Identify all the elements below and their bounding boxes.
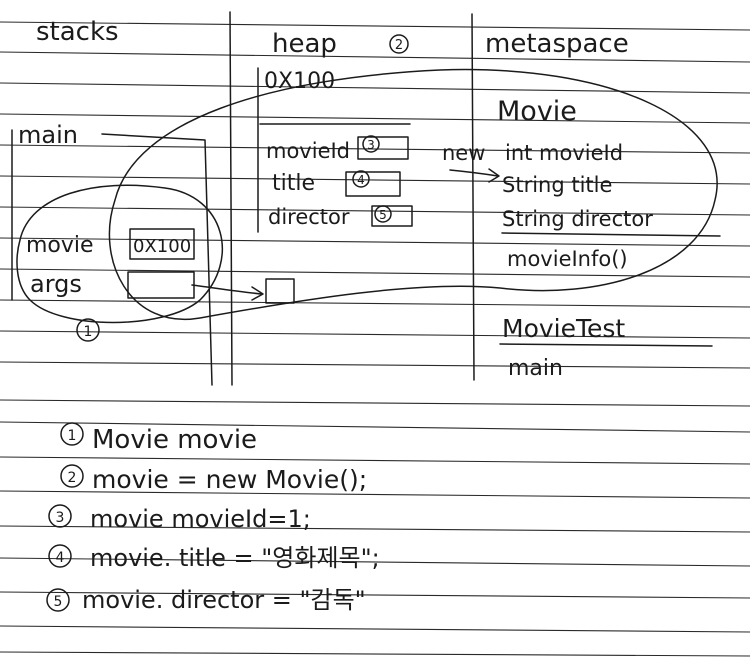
director-marker-num: 5 [379, 208, 387, 222]
heap-field-title: title [272, 171, 315, 196]
movie-var-value: 0X100 [133, 236, 191, 257]
main-frame-label: main [18, 121, 78, 149]
heap-header: heap [272, 29, 337, 59]
args-var-name: args [30, 270, 82, 298]
step-3: 3 movie movieId=1; [48, 504, 311, 533]
metaspace-class-movietest: MovieTest main [499, 314, 713, 381]
heap-object: 0X100 movieId 3 title 4 director 5 [257, 67, 413, 233]
main-stack-frame: main movie 0X100 args 1 [11, 121, 213, 386]
movie-member-movieid: int movieId [505, 141, 623, 165]
movieid-marker-num: 3 [367, 138, 375, 152]
step-4-text: movie. title = "영화제목"; [90, 544, 380, 572]
movieid-marker-circle [362, 135, 380, 153]
step-1-text: Movie movie [92, 425, 257, 455]
step-2-marker: 2 [68, 470, 77, 486]
step-4: 4 movie. title = "영화제목"; [48, 544, 380, 572]
movie-class-name: Movie [497, 96, 577, 127]
reference-loop-stack [16, 184, 224, 324]
heap-field-movieid: movieId [266, 139, 350, 163]
movieid-slot [357, 136, 409, 160]
step-5: 5 movie. director = "감독" [46, 586, 366, 614]
movie-var-box [129, 228, 195, 260]
title-marker-circle [352, 170, 370, 188]
movie-member-movieinfo: movieInfo() [507, 247, 628, 271]
metaspace-class-movie: Movie int movieId String title String di… [497, 96, 721, 271]
title-marker-num: 4 [357, 173, 365, 187]
heap-marker: 2 [389, 34, 409, 54]
movie-member-director: String director [502, 207, 653, 231]
director-slot [371, 205, 413, 227]
metaspace-header: metaspace [485, 29, 629, 59]
step-2-text: movie = new Movie(); [92, 465, 367, 494]
steps-list: 1 Movie movie 2 movie = new Movie(); 3 m… [46, 422, 380, 614]
movietest-class-name: MovieTest [502, 314, 625, 343]
stack-marker-num: 1 [84, 324, 93, 340]
movie-member-title: String title [502, 173, 612, 197]
stacks-header: stacks [36, 17, 119, 47]
step-2: 2 movie = new Movie(); [60, 464, 367, 494]
heap-marker-num: 2 [395, 38, 403, 53]
new-arrow [449, 169, 499, 177]
director-marker-circle [374, 205, 392, 223]
step-5-text: movie. director = "감독" [82, 586, 366, 614]
title-slot [345, 171, 401, 197]
new-annotation: new [442, 141, 485, 165]
heap-field-director: director [268, 205, 350, 229]
reference-loop-large [108, 68, 718, 321]
args-var-box [127, 271, 195, 299]
args-array-arrow [191, 278, 295, 304]
movie-var-name: movie [26, 233, 94, 258]
step-1-marker: 1 [68, 428, 77, 444]
step-3-text: movie movieId=1; [90, 505, 311, 533]
new-arrowhead [488, 168, 500, 183]
step-5-marker: 5 [54, 594, 63, 610]
step-4-marker: 4 [56, 550, 65, 566]
step-1: 1 Movie movie [60, 422, 257, 455]
args-array-box [265, 278, 295, 304]
stack-marker-circle [76, 318, 100, 342]
step-3-marker: 3 [56, 510, 65, 526]
column-dividers [229, 11, 475, 386]
movietest-member-main: main [508, 356, 563, 381]
